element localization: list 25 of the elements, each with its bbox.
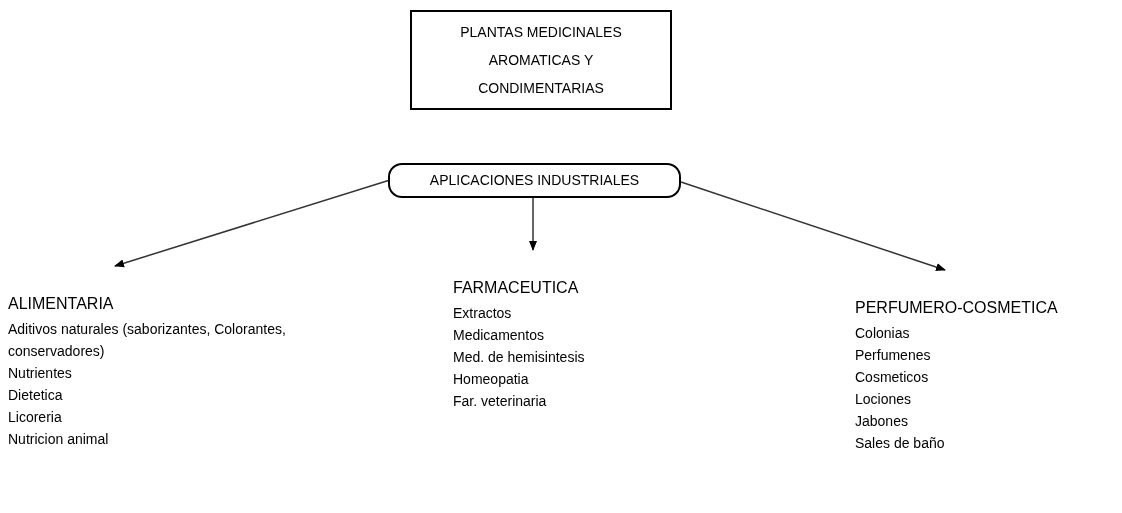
- category-heading: PERFUMERO-COSMETICA: [855, 298, 1059, 318]
- category-heading: ALIMENTARIA: [8, 294, 115, 314]
- list-item: Aditivos naturales (saborizantes, Colorantes, conservadores): [8, 320, 287, 361]
- arrow: [529, 197, 537, 251]
- list-item: Colonias: [855, 324, 911, 343]
- list-item: Extractos: [453, 304, 513, 323]
- list-item: Cosmeticos: [855, 368, 930, 387]
- list-item: Med. de hemisintesis: [453, 348, 586, 367]
- box-text: PLANTAS MEDICINALES AROMATICAS Y CONDIMENTARIAS: [459, 23, 623, 98]
- category-heading: FARMACEUTICA: [453, 278, 580, 298]
- list-item: Sales de baño: [855, 434, 946, 453]
- list-item: Nutricion animal: [8, 430, 110, 449]
- list-item: Dietetica: [8, 386, 64, 405]
- list-item: Lociones: [855, 390, 913, 409]
- list-item: Medicamentos: [453, 326, 546, 345]
- rounded-box: [388, 163, 681, 198]
- list-item: Nutrientes: [8, 364, 73, 383]
- list-item: Homeopatia: [453, 370, 530, 389]
- title-box: [410, 10, 672, 110]
- list-item: Far. veterinaria: [453, 392, 548, 411]
- box-text: APLICACIONES INDUSTRIALES: [429, 171, 640, 190]
- list-item: Jabones: [855, 412, 909, 431]
- list-item: Licoreria: [8, 408, 63, 427]
- arrow: [680, 181, 946, 271]
- list-item: Perfumenes: [855, 346, 932, 365]
